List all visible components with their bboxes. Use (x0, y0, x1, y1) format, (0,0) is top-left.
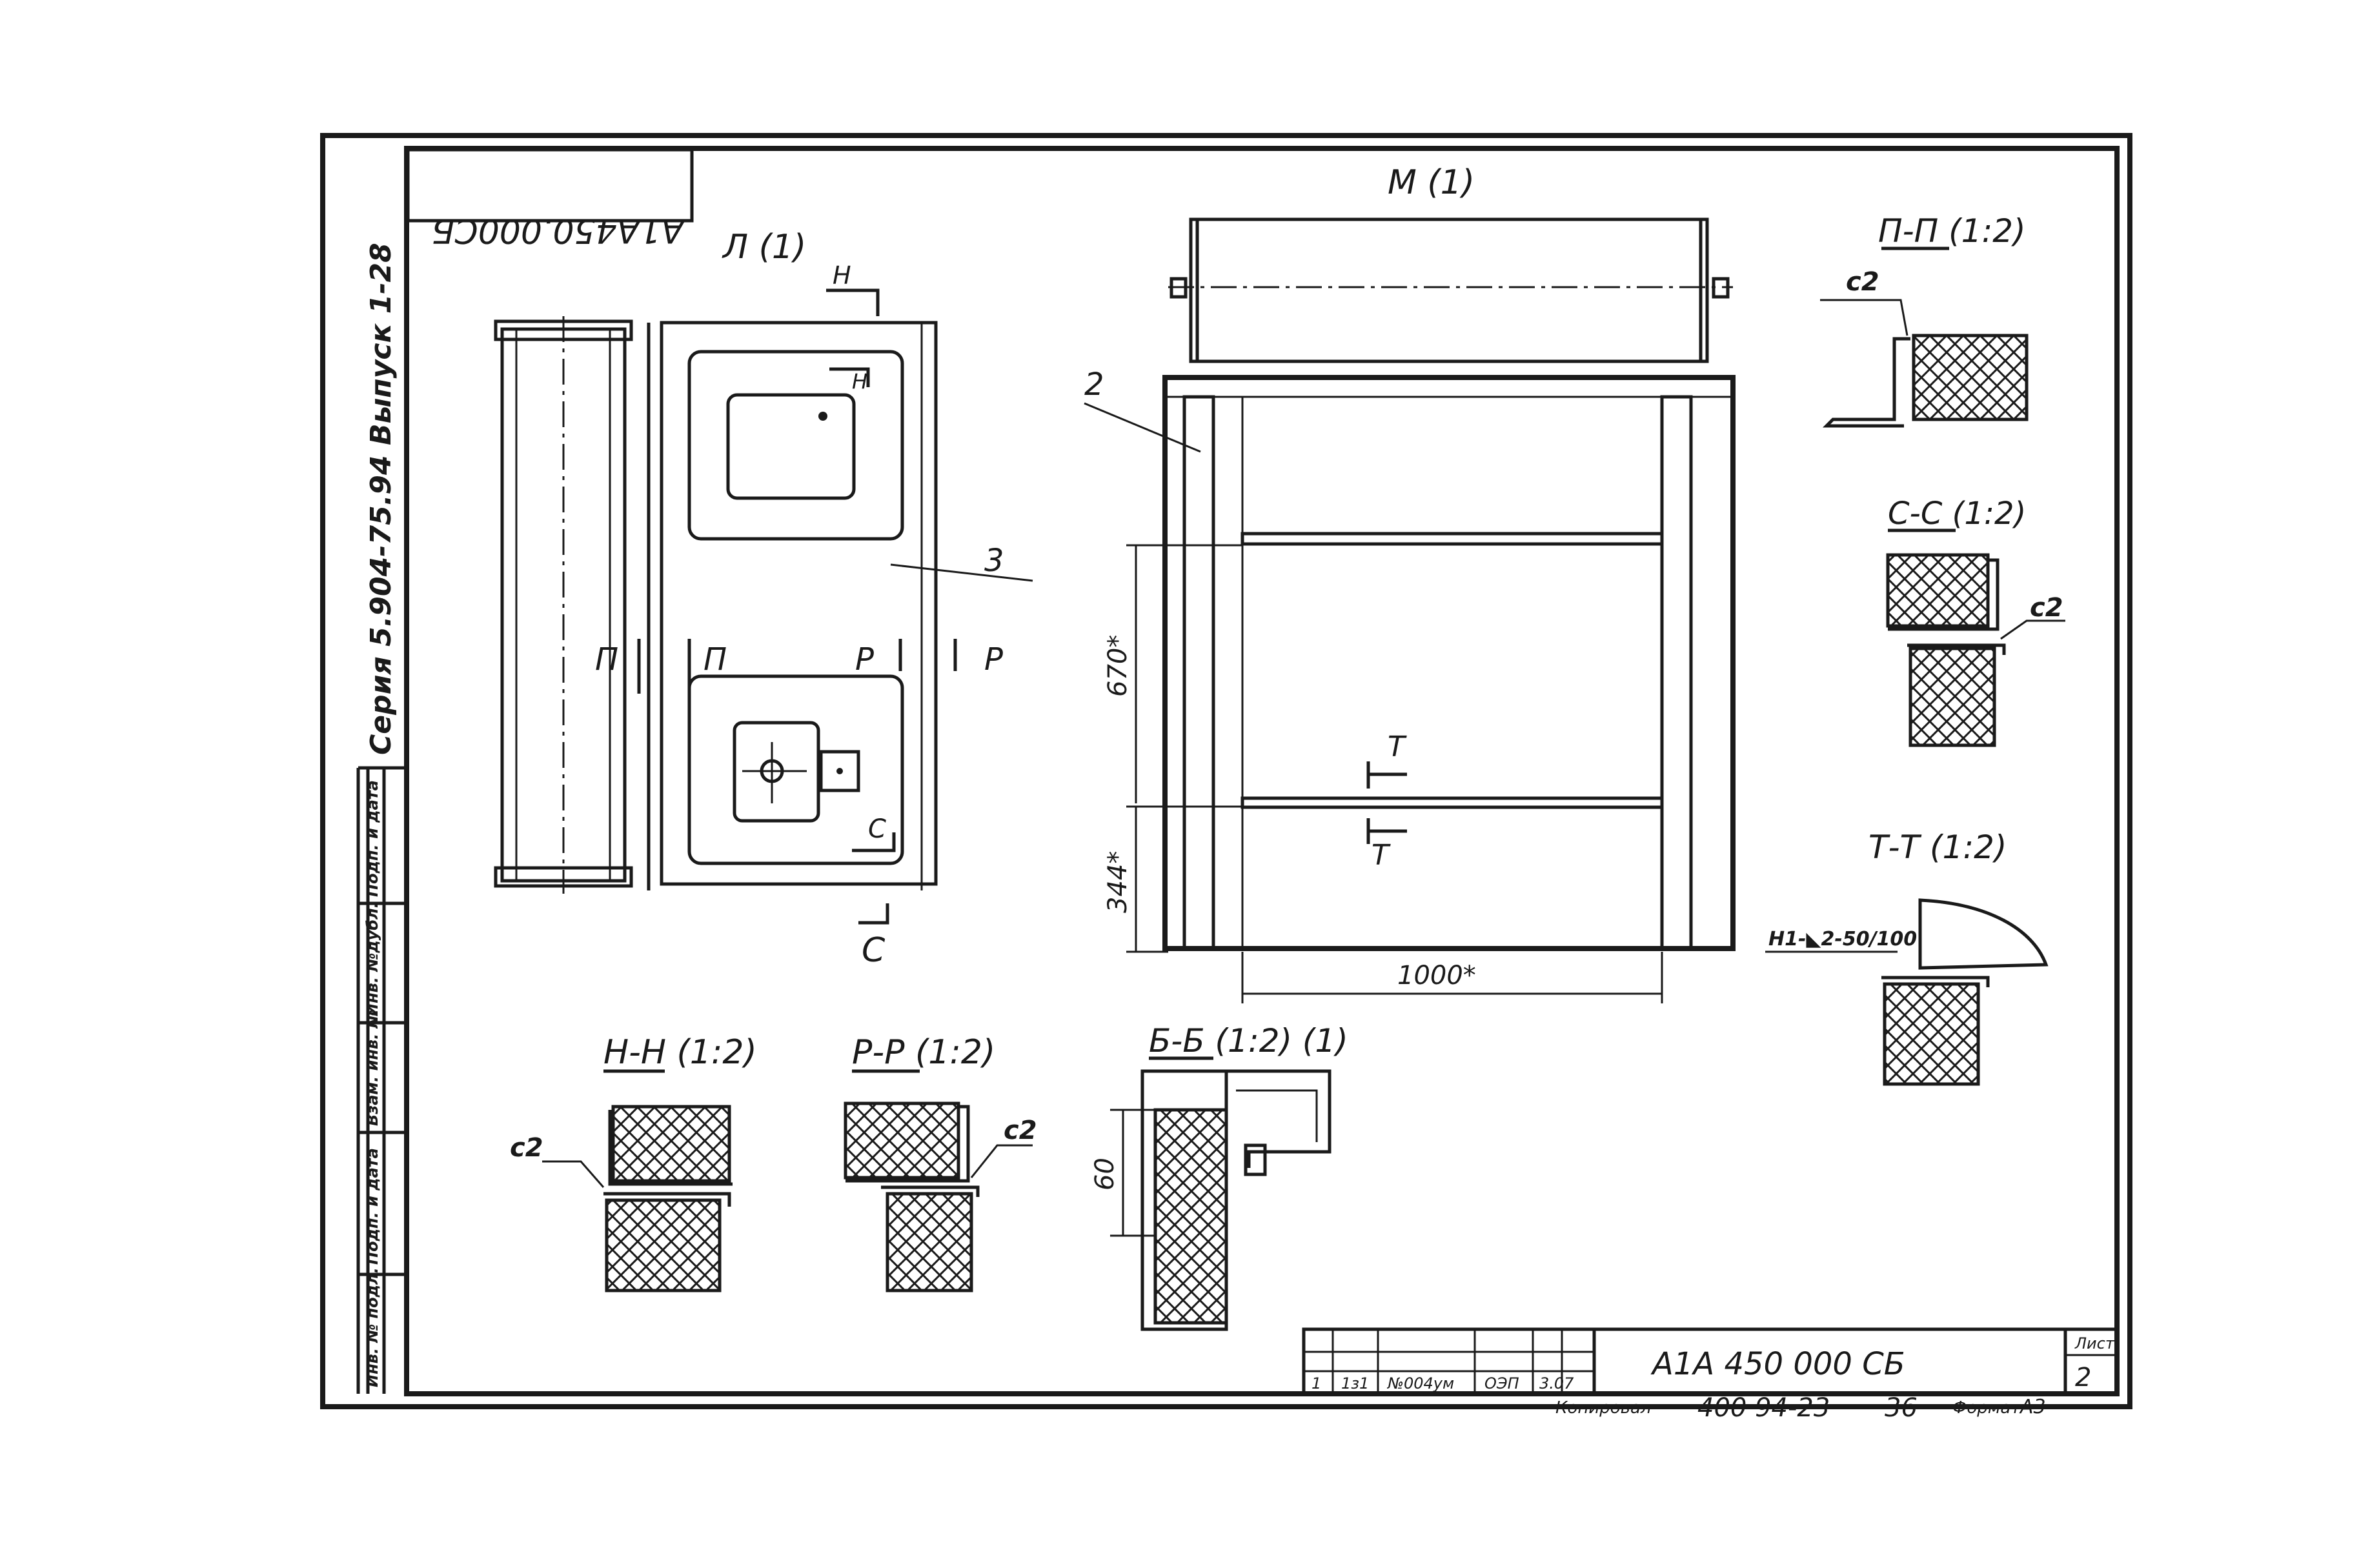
position-2: 2 (1084, 367, 1104, 403)
section-tt-title: Т-Т (1:2) (1868, 829, 2007, 866)
section-rr: Р-Р (1:2) с2 (844, 1033, 1037, 1292)
mark-p-right: П (704, 641, 727, 678)
section-nn: Н-Н (1:2) с2 (510, 1033, 757, 1292)
label-c2-nn: с2 (510, 1133, 543, 1163)
side-col-4: Инв. №дубл. (363, 902, 381, 1016)
section-tt: Т-Т (1:2) Н1-◣2-50/100 (1765, 829, 2049, 1086)
archive-number: 400 94-23 (1697, 1393, 1830, 1423)
mark-n-inner: Н (852, 369, 867, 394)
label-c2-pp: с2 (1846, 267, 1879, 297)
label-c2-ss: с2 (2030, 593, 2063, 623)
weld-note: Н1-◣2-50/100 (1768, 928, 1917, 950)
copy-number: 36 (1885, 1393, 1918, 1423)
rev-cell-5: 3.07 (1539, 1374, 1574, 1392)
dim-1000: 1000* (1397, 961, 1476, 990)
rev-cell-3: №004ум (1386, 1374, 1454, 1392)
mark-t-bottom: Т (1372, 839, 1391, 872)
dim-60: 60 (1090, 1158, 1120, 1191)
mark-s-inner: С (868, 814, 886, 844)
label-c2-rr: с2 (1004, 1116, 1037, 1145)
sheet-frame (320, 133, 2132, 1409)
section-nn-title: Н-Н (1:2) (603, 1033, 757, 1072)
series-stamp: Серия 5.904-75.94 Выпуск 1-28 (365, 243, 398, 755)
side-col-1: Инв. № подл. (363, 1267, 381, 1387)
mark-p-left: П (595, 641, 618, 678)
position-3: 3 (984, 543, 1004, 579)
section-bb: Б-Б (1:2) (1) 60 (1090, 1022, 1348, 1331)
section-pp: П-П (1:2) с2 (1820, 212, 2029, 428)
view-l-title: Л (1) (722, 228, 806, 266)
rev-cell-1: 1 (1311, 1374, 1321, 1392)
footer: Копировал 400 94-23 36 Формат А3 (1555, 1393, 2046, 1423)
dim-344: 344* (1103, 851, 1133, 913)
view-m: М (1) 2 Т Т 670* 344* 1000 (1084, 163, 1736, 1003)
rev-cell-4: ОЭП (1484, 1374, 1519, 1392)
sheet-label: Лист (2074, 1334, 2115, 1352)
format-value: А3 (2019, 1396, 2046, 1418)
doc-code-mirrored: А1А450.000СБ (432, 211, 686, 250)
mark-r-right: Р (984, 641, 1003, 678)
section-pp-title: П-П (1:2) (1878, 212, 2026, 250)
format-label: Формат (1952, 1398, 2021, 1418)
dim-670: 670* (1103, 635, 1133, 697)
side-stamp-strip: Инв. № подл. Подп. и дата Взам. инв. № И… (356, 243, 407, 1394)
side-col-3: Взам. инв. № (363, 1010, 381, 1126)
sheet-number: 2 (2075, 1363, 2091, 1392)
section-bb-title: Б-Б (1:2) (1) (1149, 1022, 1348, 1060)
view-m-title: М (1) (1388, 163, 1475, 202)
mark-r-left: Р (855, 641, 874, 678)
doc-code: А1А 450 000 СБ (1650, 1346, 1905, 1382)
section-ss-title: С-С (1:2) (1888, 496, 2026, 532)
title-block: 1 1з1 №004ум ОЭП 3.07 А1А 450 000 СБ Лис… (1302, 1327, 2119, 1396)
rev-cell-2: 1з1 (1341, 1374, 1369, 1392)
mirrored-code-box: А1А450.000СБ (406, 148, 694, 250)
mark-n-top: Н (833, 261, 851, 290)
side-col-5: Подп. и дата (363, 780, 381, 897)
section-ss: С-С (1:2) с2 (1886, 496, 2065, 747)
mark-t-top: Т (1388, 730, 1407, 763)
mark-s-bottom: С (862, 931, 886, 970)
section-rr-title: Р-Р (1:2) (852, 1033, 995, 1072)
view-l: Л (1) Н Н П П Р Р С (494, 228, 1033, 970)
side-col-2: Подп. и дата (363, 1148, 381, 1265)
copied-label: Копировал (1555, 1398, 1652, 1418)
